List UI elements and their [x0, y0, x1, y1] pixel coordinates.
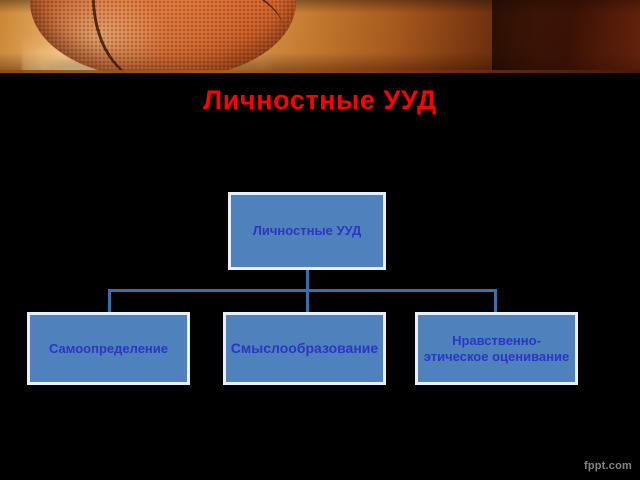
- connector-horizontal-bar: [108, 289, 497, 292]
- org-node-meaning-formation[interactable]: Смыслообразование: [223, 312, 386, 385]
- org-node-self-determination[interactable]: Самоопределение: [27, 312, 190, 385]
- connector-root-stem: [306, 270, 309, 291]
- slide-title: Личностные УУД: [203, 85, 437, 115]
- org-node-moral-ethical-evaluation[interactable]: Нравственно-этическое оценивание: [415, 312, 578, 385]
- connector-drop-center: [306, 289, 309, 313]
- watermark-label: fppt.com: [583, 460, 632, 472]
- dark-wall-panel: [492, 0, 640, 73]
- header-banner-image: [0, 0, 640, 73]
- banner-bottom-edge: [0, 70, 640, 73]
- org-node-root[interactable]: Личностные УУД: [228, 192, 386, 270]
- connector-drop-right: [494, 289, 497, 313]
- connector-drop-left: [108, 289, 111, 313]
- basketball-icon: [30, 0, 296, 73]
